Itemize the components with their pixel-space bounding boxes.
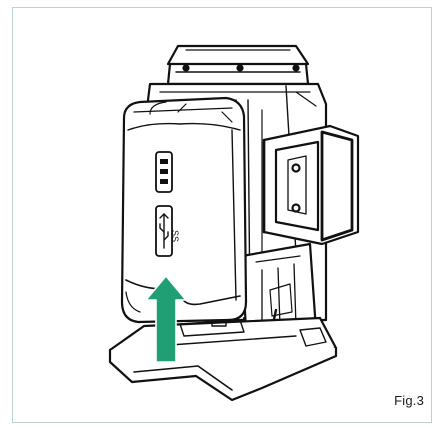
insert-direction-arrow-icon — [145, 275, 187, 363]
usb-icon: SS — [159, 213, 180, 249]
battery-pack-illustration: SS — [120, 96, 248, 324]
svg-text:SS: SS — [170, 230, 180, 242]
laser-window — [262, 124, 360, 246]
base-stand — [108, 316, 338, 402]
figure-label: Fig.3 — [394, 393, 424, 408]
top-cap — [166, 44, 310, 86]
